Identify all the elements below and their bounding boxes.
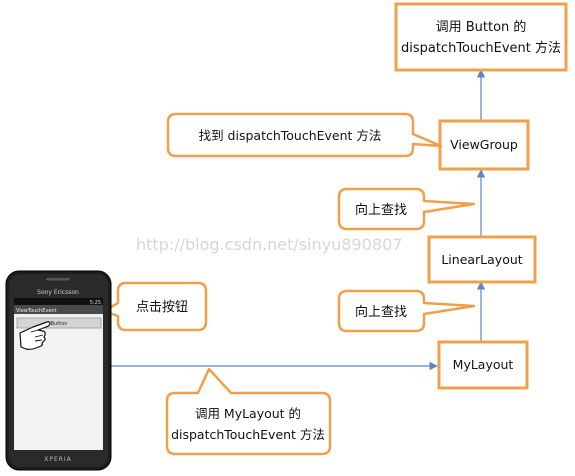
box-mylayout: MyLayout xyxy=(437,340,529,390)
phone-button xyxy=(16,317,102,329)
phone-brand: Sony Ericsson xyxy=(37,289,79,296)
app-title-bar xyxy=(14,305,103,314)
box-mylayout-label: MyLayout xyxy=(453,357,514,372)
callout-call-mylayout-line2: dispatchTouchEvent 方法 xyxy=(171,427,325,442)
watermark: http://blog.csdn.net/sinyu890807 xyxy=(136,235,402,254)
earpiece xyxy=(46,278,70,281)
callout-search-up-top-text: 向上查找 xyxy=(355,202,407,218)
callout-call-mylayout: 调用 MyLayout 的 dispatchTouchEvent 方法 xyxy=(165,367,332,456)
status-bar xyxy=(14,298,103,305)
callout-search-up-bottom: 向上查找 xyxy=(337,289,476,333)
callout-call-mylayout-line1: 调用 MyLayout 的 xyxy=(195,406,301,421)
callout-click-button: 点击按钮 xyxy=(102,281,208,332)
box-button-dispatch-line1: 调用 Button 的 xyxy=(436,19,527,35)
callout-search-up-top: 向上查找 xyxy=(337,187,476,231)
phone-button-label: Button xyxy=(51,321,68,327)
box-linearlayout: LinearLayout xyxy=(427,235,537,284)
footer-brand: XPERIA xyxy=(44,456,72,463)
callout-found-method-text: 找到 dispatchTouchEvent 方法 xyxy=(199,128,382,143)
box-viewgroup: ViewGroup xyxy=(438,119,530,171)
phone-illustration: Sony Ericsson 5:25 ViewTouchEvent Button… xyxy=(5,270,112,471)
app-title: ViewTouchEvent xyxy=(16,308,57,314)
callout-found-method: 找到 dispatchTouchEvent 方法 xyxy=(166,112,443,158)
callout-search-up-bottom-text: 向上查找 xyxy=(355,304,407,320)
status-time: 5:25 xyxy=(90,300,101,306)
pointing-hand-icon xyxy=(19,321,51,350)
box-viewgroup-label: ViewGroup xyxy=(450,137,518,152)
box-button-dispatch: 调用 Button 的 dispatchTouchEvent 方法 xyxy=(394,2,568,72)
box-button-dispatch-line2: dispatchTouchEvent 方法 xyxy=(401,40,561,56)
callout-click-button-text: 点击按钮 xyxy=(136,300,188,315)
box-linearlayout-label: LinearLayout xyxy=(441,252,522,267)
